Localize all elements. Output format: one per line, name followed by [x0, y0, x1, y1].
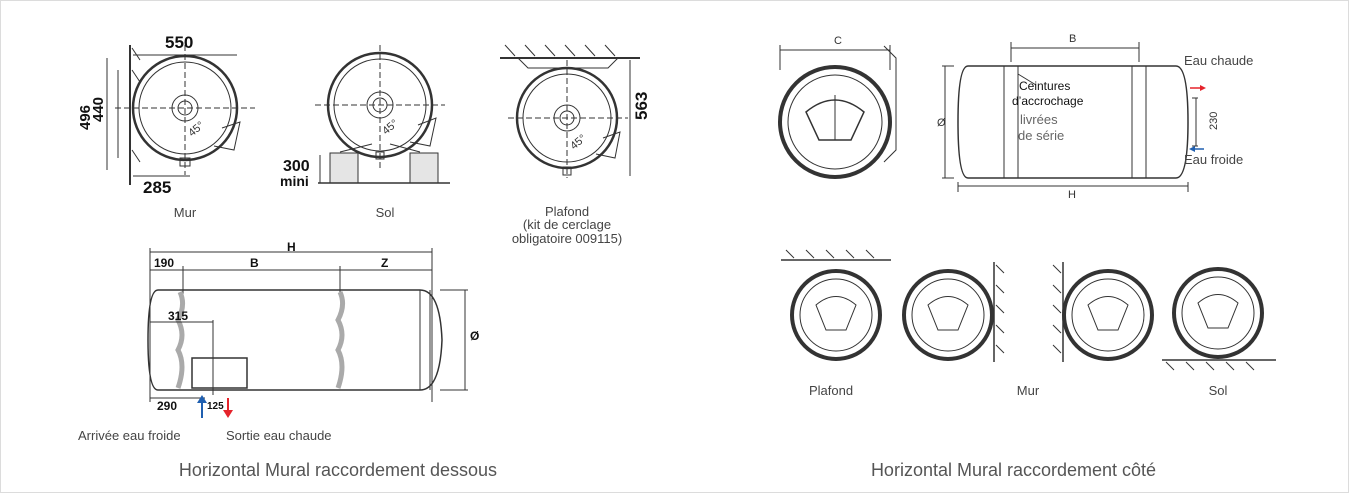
- angle-45-wall: 45°: [186, 119, 206, 139]
- wall-view-drawing: [106, 45, 255, 185]
- angle-45-ceiling: 45°: [568, 132, 588, 152]
- dim-315: 315: [168, 309, 188, 323]
- label-hot-out: Sortie eau chaude: [226, 428, 332, 443]
- dim-B: B: [250, 256, 259, 270]
- label-series-1: livrées: [1020, 112, 1058, 127]
- label-cold-in: Arrivée eau froide: [78, 428, 181, 443]
- front-view-drawing: [778, 45, 897, 179]
- right-drawings: C B H Ø 230: [778, 33, 1276, 371]
- label-floor: Sol: [375, 205, 395, 220]
- label-belts-2: d’accrochage: [1012, 94, 1084, 108]
- side-view-drawing: [942, 42, 1198, 192]
- label-wall-mini: Mur: [1016, 383, 1040, 398]
- right-caption: Horizontal Mural raccordement côté: [870, 460, 1157, 480]
- panel-side-connection: C B H Ø 230: [676, 0, 1351, 495]
- left-drawings: 550 496 440 285 45° 300 mini 45°: [77, 33, 651, 418]
- dim-496: 496: [77, 105, 94, 130]
- label-wall: Mur: [173, 205, 197, 220]
- label-hot-water: Eau chaude: [1184, 53, 1254, 68]
- dim-Z: Z: [381, 256, 388, 270]
- dim-300: 300: [283, 158, 310, 175]
- dim-125: 125: [207, 401, 224, 412]
- dim-563: 563: [632, 92, 651, 120]
- dim-550: 550: [165, 33, 193, 52]
- dim-440: 440: [90, 97, 107, 122]
- label-ceiling: Plafond: [544, 204, 590, 219]
- dim-285: 285: [143, 178, 171, 197]
- label-series-2: de série: [1018, 128, 1065, 143]
- dim-phi-side: Ø: [937, 117, 946, 129]
- mini-views-drawing: [781, 249, 1276, 371]
- hot-arrowhead: [223, 410, 233, 418]
- dim-H: H: [287, 240, 296, 254]
- dim-mini: mini: [280, 173, 309, 189]
- ceiling-view-drawing: [500, 44, 640, 178]
- panel-bottom-connection: 550 496 440 285 45° 300 mini 45°: [77, 33, 651, 480]
- dim-190: 190: [154, 256, 174, 270]
- floor-view-drawing: [315, 45, 450, 184]
- dim-230: 230: [1208, 112, 1220, 130]
- label-cold-water: Eau froide: [1184, 152, 1244, 167]
- hot-arrowhead-side: [1200, 85, 1206, 91]
- left-caption: Horizontal Mural raccordement dessous: [178, 460, 498, 480]
- angle-45-floor: 45°: [380, 117, 400, 137]
- dim-C: C: [834, 35, 842, 47]
- label-ceiling-note: (kit de cerclage obligatoire 009115): [511, 217, 623, 246]
- cold-arrowhead-side: [1189, 146, 1195, 152]
- label-floor-mini: Sol: [1208, 383, 1228, 398]
- dim-H-side: H: [1068, 189, 1076, 201]
- label-belts-1: Ceintures: [1019, 79, 1071, 93]
- tank-drawing: [147, 248, 468, 402]
- label-ceiling-mini: Plafond: [808, 383, 854, 398]
- dim-phi: Ø: [470, 329, 479, 343]
- cold-arrowhead: [197, 395, 207, 403]
- dim-290: 290: [157, 399, 177, 413]
- dim-B-side: B: [1069, 33, 1076, 45]
